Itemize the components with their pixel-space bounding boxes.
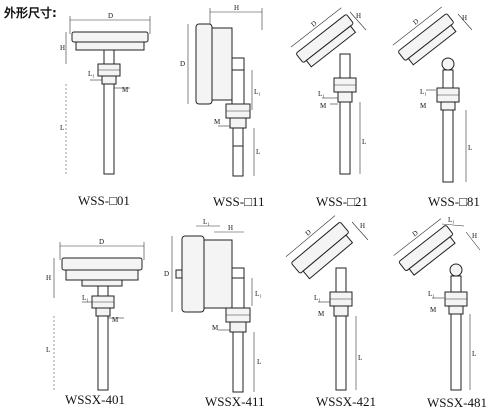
- dim-label: L₁: [254, 88, 261, 96]
- dim-label: M: [420, 102, 427, 110]
- dim-label: D: [108, 12, 113, 20]
- diagram-wssx-481: D L₁ H L₁ M L WSSX-481: [393, 216, 487, 410]
- dim-label: L₁: [420, 88, 427, 96]
- diagram-wssx-411: L₁ H D L₁ M L WSSX-411: [164, 218, 264, 409]
- dim-label: L₁: [428, 290, 435, 298]
- dim-label: M: [212, 324, 219, 332]
- dim-label: D: [99, 238, 104, 246]
- model-label: WSSX-411: [205, 394, 264, 409]
- dim-label: L: [257, 358, 261, 366]
- dim-label: H: [46, 274, 51, 282]
- dim-label: L₁: [255, 290, 262, 298]
- model-label: WSSX-481: [427, 395, 487, 410]
- dim-label: L₁: [203, 218, 210, 226]
- page-title: 外形尺寸:: [4, 6, 57, 20]
- dim-label: M: [112, 316, 119, 324]
- dim-label: D: [164, 270, 169, 278]
- dim-label: L: [46, 346, 50, 354]
- diagram-wss-01: D H L₁ M L WSS-□01: [60, 12, 151, 208]
- dim-label: M: [430, 306, 437, 314]
- dim-label: L: [468, 144, 472, 152]
- model-label: WSSX-401: [65, 392, 125, 407]
- dim-label: M: [214, 118, 221, 126]
- dim-label: H: [228, 224, 233, 232]
- dim-label: L₁: [88, 70, 95, 78]
- dim-label: D: [411, 229, 420, 238]
- dim-label: D: [310, 19, 319, 28]
- dim-label: H: [462, 14, 467, 22]
- diagram-wssx-421: D H L₁ M L WSSX-421: [285, 215, 376, 409]
- model-label: WSS-□81: [428, 194, 480, 209]
- dim-label: D: [180, 60, 185, 68]
- dim-label: H: [234, 4, 239, 12]
- model-label: WSS-□01: [78, 193, 130, 208]
- diagram-wssx-401: D H L₁ M L WSSX-401: [46, 238, 145, 407]
- dim-label: M: [122, 86, 129, 94]
- dim-label: H: [360, 222, 365, 230]
- dim-label: L₁: [318, 90, 325, 98]
- dim-label: H: [60, 44, 65, 52]
- dim-label: L₁: [314, 294, 321, 302]
- dim-label: L₁: [82, 294, 89, 302]
- dim-label: L: [472, 350, 476, 358]
- model-label: WSSX-421: [316, 394, 376, 409]
- dim-label: H: [472, 232, 477, 240]
- dim-label: L₁: [448, 216, 455, 224]
- dim-label: D: [304, 228, 313, 237]
- diagram-wss-81: D H L₁ M L WSS-□81: [392, 6, 480, 209]
- model-label: WSS-□11: [213, 194, 264, 209]
- dim-label: D: [412, 17, 421, 26]
- dim-label: L: [60, 124, 64, 132]
- dim-label: M: [320, 102, 327, 110]
- model-label: WSS-□21: [316, 194, 368, 209]
- dim-label: L: [362, 138, 366, 146]
- diagram-wss-21: D H L₁ M L WSS-□21: [290, 7, 368, 209]
- dim-label: L: [256, 148, 260, 156]
- diagram-wss-11: H D L₁ M L WSS-□11: [180, 4, 264, 209]
- dim-label: M: [318, 310, 325, 318]
- dim-label: L: [358, 354, 362, 362]
- dim-label: H: [356, 12, 361, 20]
